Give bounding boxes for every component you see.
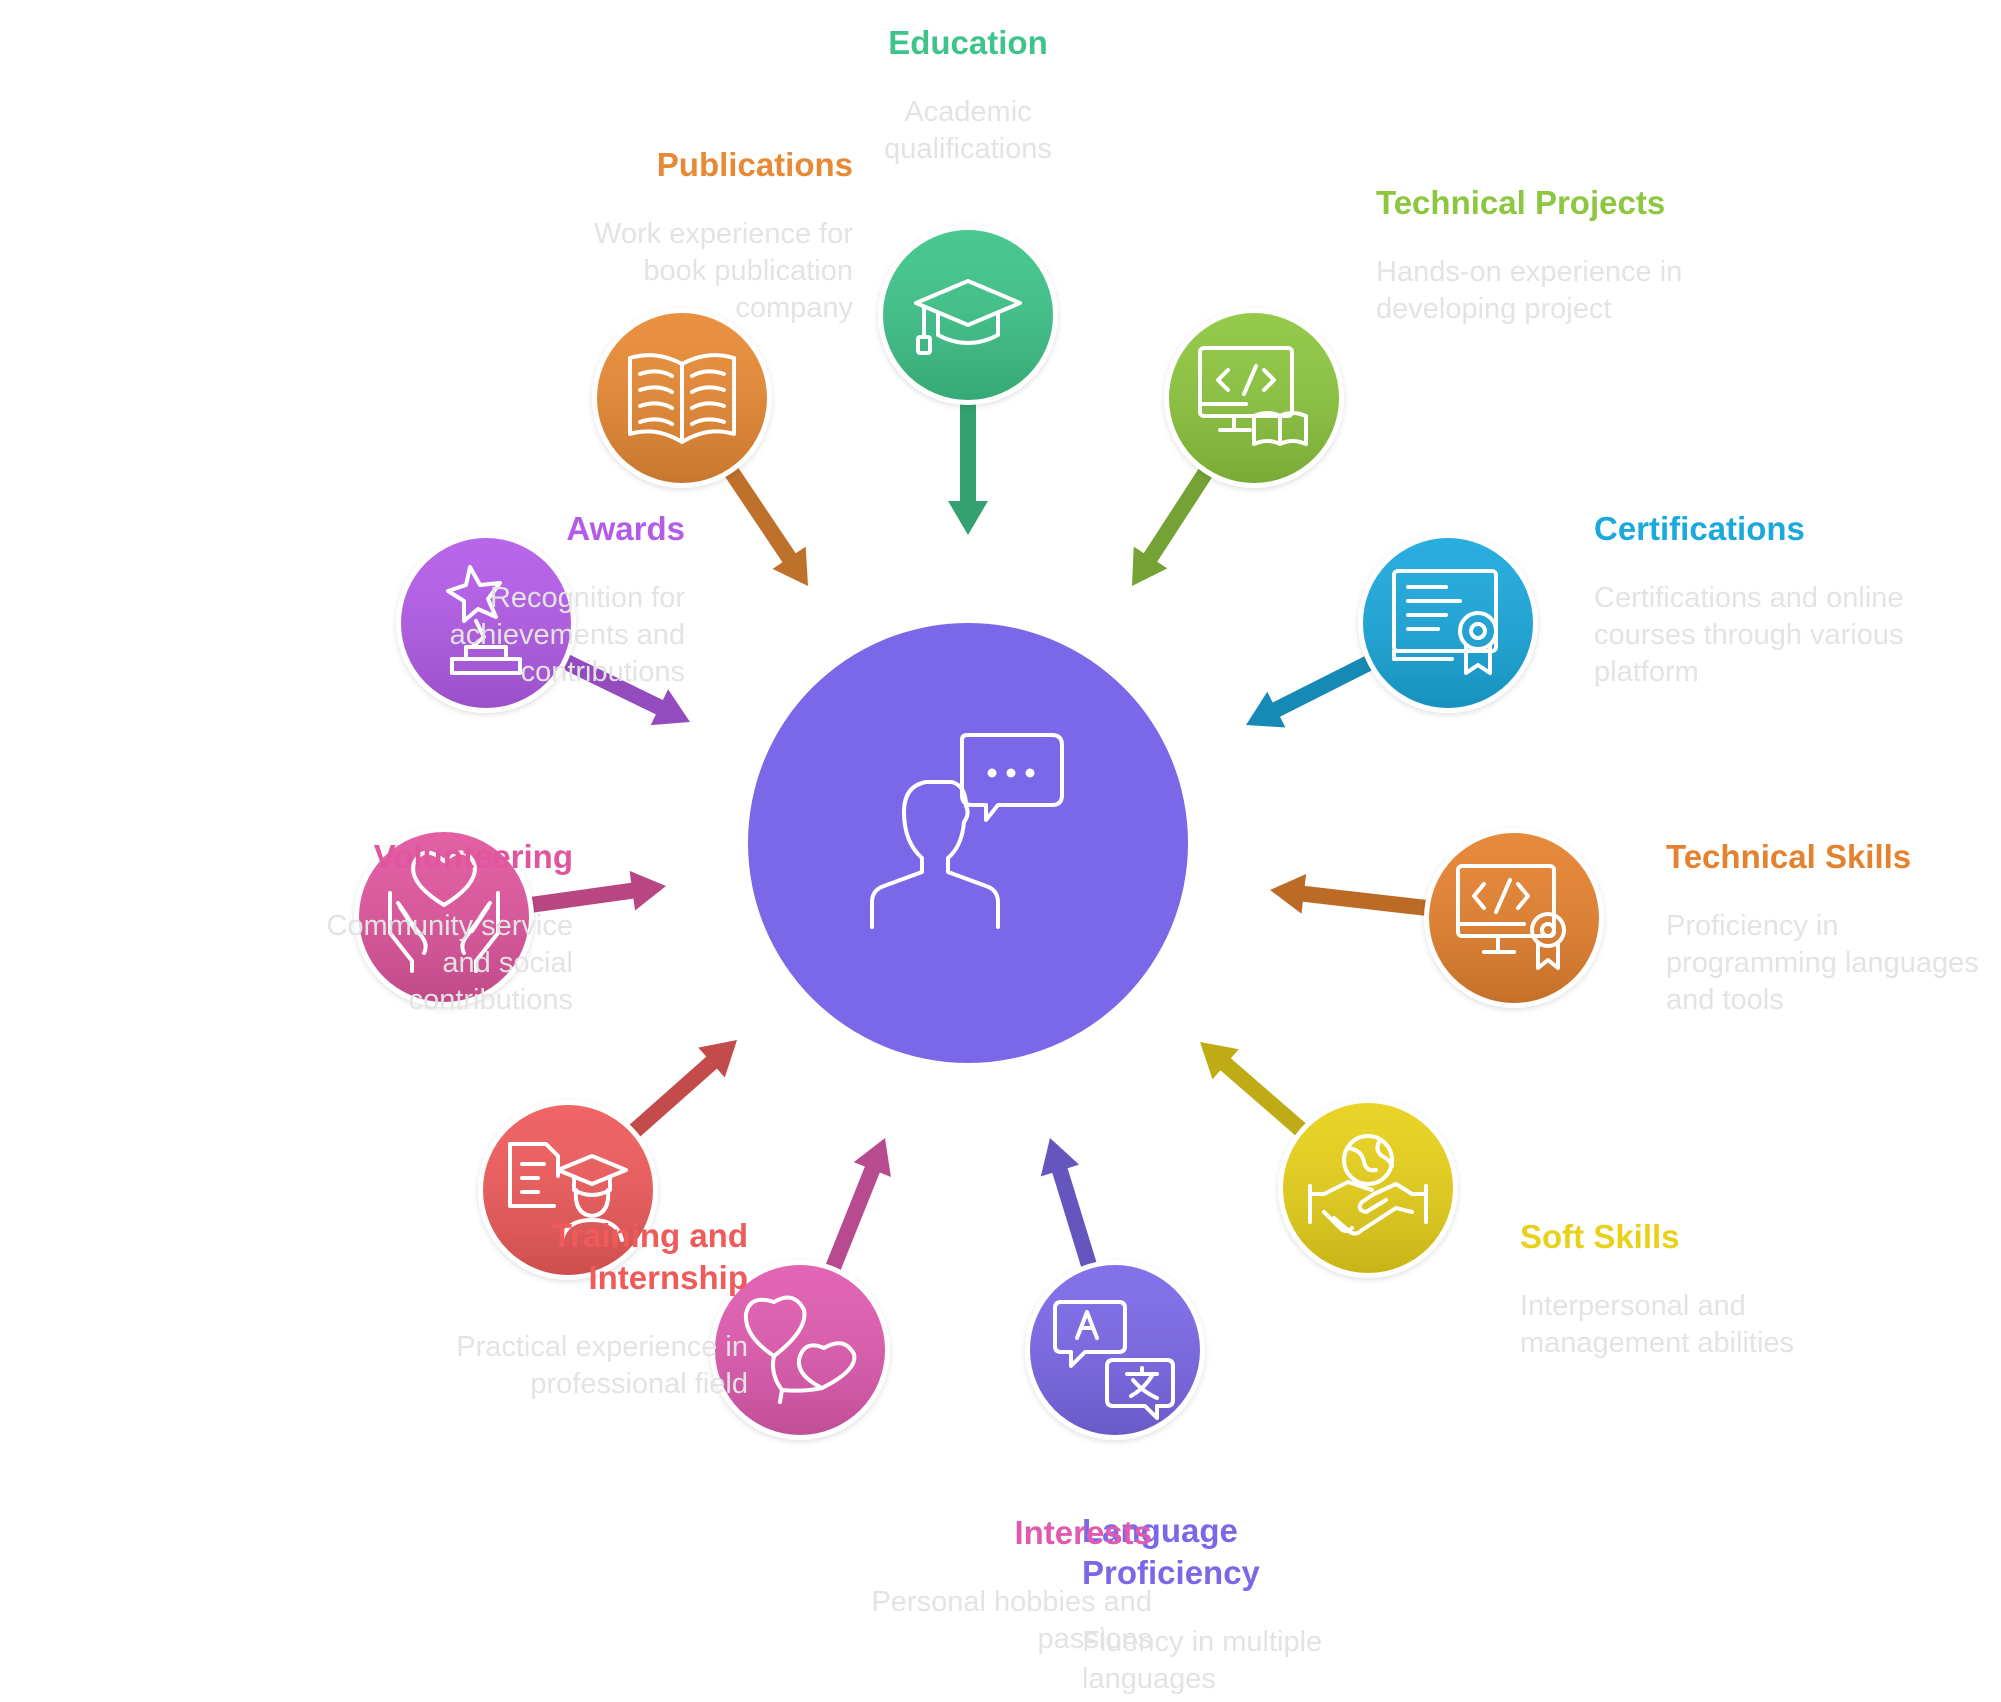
- technical-skills-arrow: [1270, 874, 1437, 917]
- awards-description: Recognition for achievements and contrib…: [449, 582, 685, 688]
- person-speech-bubble-icon: [870, 733, 1064, 929]
- code-monitor-book-icon: [1198, 346, 1308, 446]
- technical-skills-title: Technical Skills: [1666, 838, 1912, 875]
- education-title: Education: [888, 24, 1048, 61]
- technical-projects-title: Technical Projects: [1376, 184, 1666, 221]
- document-graduate-icon: [508, 1142, 628, 1242]
- certificate-icon: [1392, 569, 1498, 675]
- technical-projects-arrow: [1132, 459, 1218, 586]
- hands-heart-icon: [388, 850, 500, 973]
- volunteering-arrow: [521, 870, 666, 914]
- language-proficiency-arrow: [1040, 1138, 1100, 1277]
- awards-arrow: [553, 650, 690, 726]
- publications-description: Work experience for book publication com…: [594, 218, 853, 324]
- graduation-cap-icon: [914, 279, 1022, 355]
- volunteering-title: Volunteering: [373, 838, 573, 875]
- handshake-globe-icon: [1308, 1134, 1428, 1236]
- interests-node: [710, 1260, 890, 1440]
- technical-projects-node: [1164, 308, 1344, 488]
- technical-projects-description: Hands-on experience in developing projec…: [1376, 256, 1683, 325]
- certifications-arrow: [1246, 651, 1382, 728]
- certifications-description: Certifications and online courses throug…: [1594, 582, 1904, 688]
- language-proficiency-node: [1025, 1260, 1205, 1440]
- soft-skills-description: Interpersonal and management abilities: [1520, 1290, 1795, 1359]
- certifications-title: Certifications: [1594, 510, 1805, 547]
- volunteering-node: [354, 827, 534, 1007]
- interests-title: Interests: [1014, 1514, 1152, 1551]
- training-internship-description: Practical experience in professional fie…: [456, 1331, 748, 1400]
- soft-skills-title: Soft Skills: [1520, 1218, 1680, 1255]
- arrows-layer: [521, 394, 1437, 1280]
- soft-skills-node: [1278, 1098, 1458, 1278]
- education-node: [878, 225, 1058, 405]
- publications-arrow: [719, 459, 808, 586]
- heart-balloons-icon: [743, 1295, 857, 1404]
- soft-skills-arrow: [1200, 1042, 1314, 1143]
- technical-skills-description: Proficiency in programming languages and…: [1666, 910, 1979, 1016]
- interests-arrow: [822, 1138, 891, 1280]
- awards-node: [396, 533, 576, 713]
- publications-title: Publications: [656, 146, 853, 183]
- volunteering-description: Community service and social contributio…: [326, 910, 573, 1016]
- language-proficiency-title: Language Proficiency: [1082, 1512, 1260, 1591]
- training-internship-title: Training and Internship: [551, 1217, 748, 1296]
- technical-skills-node: [1424, 828, 1604, 1008]
- code-monitor-award-icon: [1456, 864, 1566, 970]
- interests-description: Personal hobbies and passions: [871, 1586, 1152, 1655]
- language-proficiency-description: Fluency in multiple languages: [1082, 1626, 1323, 1695]
- publications-node: [592, 308, 772, 488]
- education-description: Academic qualifications: [884, 96, 1052, 165]
- education-arrow: [948, 394, 988, 535]
- training-internship-arrow: [621, 1040, 737, 1144]
- center-hub: [748, 623, 1188, 1063]
- open-book-icon: [628, 353, 736, 444]
- nodes-layer: [354, 225, 1604, 1440]
- certifications-node: [1358, 533, 1538, 713]
- training-internship-node: [478, 1100, 658, 1280]
- trophy-icon: [446, 565, 522, 675]
- awards-title: Awards: [566, 510, 685, 547]
- translate-icon: [1053, 1300, 1175, 1420]
